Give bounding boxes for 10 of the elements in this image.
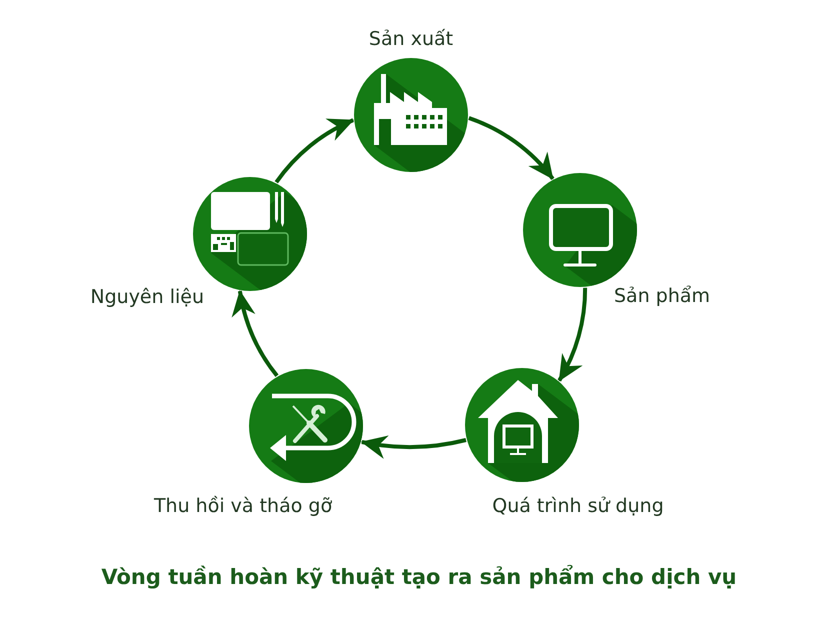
arrow [558, 288, 588, 382]
diagram-title: Vòng tuần hoàn kỹ thuật tạo ra sản phẩm cho dịch vụ [101, 564, 737, 591]
step-label: Thu hồi và tháo gỡ [154, 494, 332, 518]
step-label: Sản phẩm [614, 284, 710, 308]
step-label: Quá trình sử dụng [492, 494, 664, 518]
step-label: Nguyên liệu [90, 285, 204, 309]
arrow [233, 290, 279, 377]
step-label: Sản xuất [368, 27, 454, 51]
arrow [360, 434, 466, 458]
arrow [274, 118, 354, 184]
